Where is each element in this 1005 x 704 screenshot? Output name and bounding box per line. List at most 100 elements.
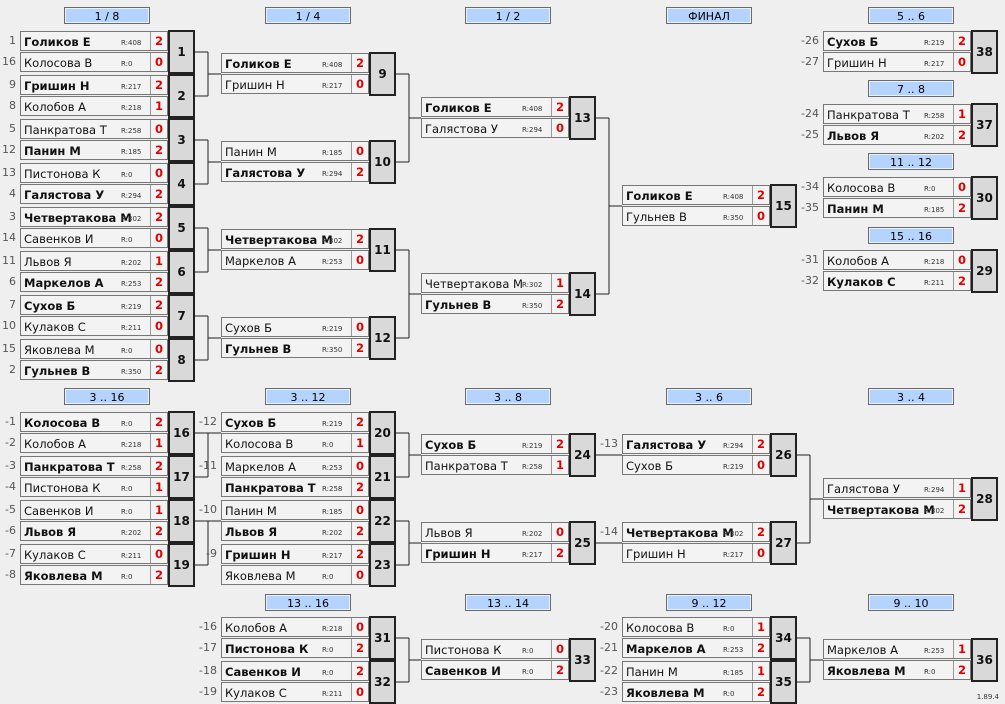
match-number: 18 xyxy=(168,499,195,543)
player-rating: R:217 xyxy=(121,83,142,91)
match-number: 32 xyxy=(369,660,396,704)
player-score: 0 xyxy=(351,501,368,519)
match-number: 25 xyxy=(569,521,596,565)
round-header: 7 .. 8 xyxy=(868,80,954,97)
match-number: 28 xyxy=(971,477,998,521)
player-name: Галястова У xyxy=(24,188,105,202)
player-score: 2 xyxy=(351,522,368,540)
match-number: 36 xyxy=(971,638,998,682)
player-rating: R:0 xyxy=(322,646,334,654)
player-score: 2 xyxy=(351,662,368,680)
seed-label: -10 xyxy=(199,503,217,516)
player-name: Львов Я xyxy=(24,525,77,539)
player-score: 2 xyxy=(752,186,769,204)
player-score: 2 xyxy=(551,435,568,453)
player-name: Гришин Н xyxy=(425,547,491,561)
player-name: Маркелов А xyxy=(225,460,296,474)
player-rating: R:219 xyxy=(522,442,543,450)
player-name: Панин М xyxy=(225,504,277,518)
player-score: 0 xyxy=(551,640,568,658)
seed-label: 11 xyxy=(2,254,16,267)
player-rating: R:202 xyxy=(322,529,343,537)
